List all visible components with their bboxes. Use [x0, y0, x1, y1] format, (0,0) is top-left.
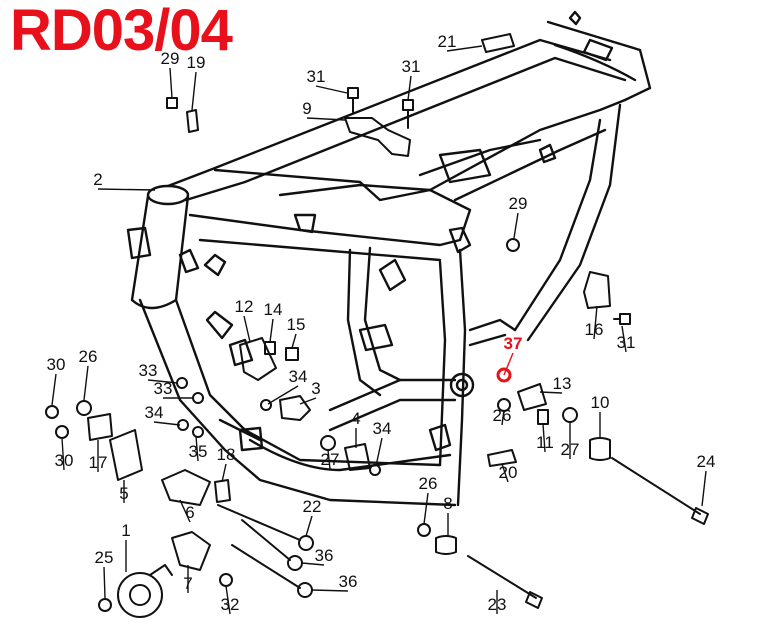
leader-line-11 [542, 423, 546, 453]
callout-label-34: 34 [373, 419, 392, 438]
leader-line-24 [701, 470, 707, 507]
callout-label-26: 26 [79, 347, 98, 366]
leader-line-31 [621, 325, 627, 353]
leader-line-22 [305, 515, 313, 537]
callout-label-32: 32 [221, 595, 240, 614]
callout-label-5: 5 [119, 484, 128, 503]
leader-lines [51, 45, 707, 615]
callout-label-11: 11 [536, 433, 554, 452]
callout-label-27: 27 [321, 450, 340, 469]
callout-label-9: 9 [302, 99, 311, 118]
callout-label-31: 31 [617, 333, 636, 352]
leader-line-37 [503, 352, 514, 376]
callout-label-14: 14 [264, 300, 283, 319]
callout-label-8: 8 [443, 494, 452, 513]
leader-line-34 [153, 421, 181, 426]
leader-line-9 [306, 117, 346, 121]
leader-line-12 [243, 315, 251, 343]
callout-label-17: 17 [89, 453, 108, 472]
leader-line-31 [315, 85, 348, 94]
callout-label-24: 24 [697, 452, 716, 471]
leader-line-15 [291, 333, 297, 349]
callout-label-13: 13 [553, 374, 572, 393]
leader-line-25 [103, 566, 106, 599]
callout-label-33: 33 [139, 361, 158, 380]
callout-label-7: 7 [183, 574, 192, 593]
leader-line-30 [51, 373, 57, 406]
model-code-title: RD03/04 [10, 0, 233, 63]
callout-label-34: 34 [145, 403, 164, 422]
callout-label-33: 33 [154, 379, 173, 398]
callout-label-6: 6 [185, 503, 194, 522]
leader-line-3 [299, 397, 317, 405]
leader-line-6 [179, 499, 191, 523]
callout-label-37: 37 [504, 334, 523, 353]
leader-line-36 [301, 562, 325, 566]
leader-line-34 [267, 385, 299, 405]
callout-label-23: 23 [488, 595, 507, 614]
leader-line-27 [327, 449, 331, 470]
callout-label-36: 36 [315, 546, 334, 565]
highlighted-part-marker [496, 367, 512, 383]
callout-label-12: 12 [235, 297, 254, 316]
leader-line-2 [97, 188, 156, 191]
callout-label-15: 15 [287, 315, 306, 334]
leader-line-14 [269, 318, 274, 343]
leader-line-31 [407, 75, 412, 101]
callout-label-21: 21 [438, 32, 457, 51]
leader-line-16 [593, 305, 598, 340]
leader-line-35 [195, 435, 199, 462]
callout-label-1: 1 [121, 521, 130, 540]
leader-line-26 [501, 409, 505, 426]
callout-label-4: 4 [351, 409, 360, 428]
leader-line-13 [539, 391, 563, 394]
callout-label-27: 27 [561, 440, 580, 459]
callout-label-26: 26 [493, 406, 512, 425]
callout-label-31: 31 [307, 67, 326, 86]
leader-line-36 [311, 589, 349, 592]
callout-label-25: 25 [95, 548, 114, 567]
callout-label-35: 35 [189, 442, 208, 461]
callout-label-29: 29 [161, 49, 180, 68]
callout-label-30: 30 [47, 355, 66, 374]
callout-label-18: 18 [217, 445, 236, 464]
callout-label-29: 29 [509, 194, 528, 213]
callout-label-31: 31 [402, 57, 421, 76]
leader-line-26 [423, 492, 429, 525]
leader-line-33 [147, 379, 179, 384]
leader-line-32 [225, 585, 231, 615]
leader-line-29 [169, 67, 173, 99]
leader-line-18 [221, 463, 227, 483]
leader-line-21 [446, 45, 483, 52]
callout-label-30: 30 [55, 451, 74, 470]
leader-line-34 [375, 437, 383, 467]
leader-line-19 [191, 71, 197, 111]
callout-label-22: 22 [303, 497, 322, 516]
leader-line-20 [501, 463, 509, 483]
callout-label-20: 20 [499, 463, 518, 482]
frame-drawing [126, 10, 652, 507]
leader-line-26 [83, 365, 89, 401]
callout-label-2: 2 [93, 170, 102, 189]
callout-label-19: 19 [187, 53, 206, 72]
leader-line-30 [61, 437, 65, 471]
callout-label-3: 3 [311, 379, 320, 398]
callout-label-10: 10 [591, 393, 610, 412]
leader-line-29 [513, 212, 519, 239]
callout-label-26: 26 [419, 474, 438, 493]
callout-label-36: 36 [339, 572, 358, 591]
callout-label-34: 34 [289, 367, 308, 386]
callout-label-16: 16 [585, 320, 604, 339]
